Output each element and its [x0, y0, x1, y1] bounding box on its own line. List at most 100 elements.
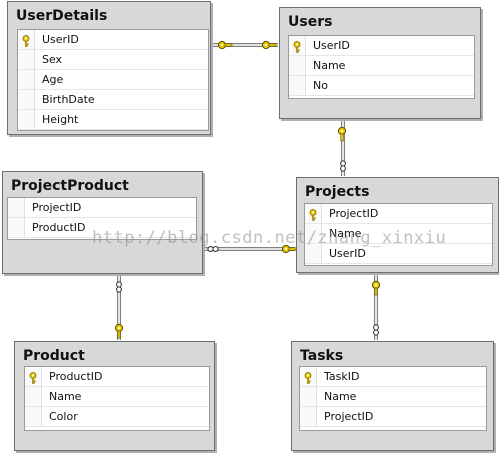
- infinity-loop: [373, 324, 379, 331]
- infinity-loop: [373, 329, 379, 336]
- column-name: Color: [49, 410, 78, 423]
- relationship-key-icon: [261, 40, 277, 50]
- column-name: No: [313, 79, 328, 92]
- column-name: Height: [42, 113, 79, 126]
- column-row[interactable]: BirthDate: [18, 90, 208, 110]
- key-hole: [264, 43, 268, 47]
- relationship-infinity-icon: [207, 246, 219, 252]
- column-name: Name: [329, 227, 362, 240]
- row-selector: [18, 70, 35, 89]
- key-hole: [117, 326, 121, 330]
- column-row[interactable]: Height: [18, 110, 208, 130]
- column-row[interactable]: Age: [18, 70, 208, 90]
- relationship-infinity-icon: [340, 160, 346, 172]
- primary-key-icon: [303, 371, 313, 384]
- key-shaft: [117, 330, 121, 339]
- column-row[interactable]: ProductID: [8, 218, 196, 238]
- key-hole: [374, 283, 378, 287]
- row-selector: [18, 50, 35, 69]
- column-row[interactable]: Sex: [18, 50, 208, 70]
- column-name: Age: [42, 73, 64, 86]
- infinity-loop: [116, 281, 122, 288]
- row-selector: [289, 76, 306, 95]
- table-title: ProjectProduct: [11, 178, 129, 194]
- column-name: Sex: [42, 53, 63, 66]
- row-selector: [300, 387, 317, 406]
- column-name: ProjectID: [324, 410, 374, 423]
- column-name: ProductID: [32, 221, 86, 234]
- column-name: UserID: [329, 247, 366, 260]
- column-name: TaskID: [324, 370, 360, 383]
- key-shaft: [288, 247, 297, 251]
- primary-key-icon: [21, 34, 31, 47]
- column-row[interactable]: ProjectID: [305, 204, 492, 224]
- row-selector: [25, 407, 42, 426]
- column-row[interactable]: No: [289, 76, 474, 96]
- column-row[interactable]: UserID: [305, 244, 492, 264]
- row-selector: [8, 198, 25, 217]
- column-name: Name: [49, 390, 82, 403]
- row-selector: [289, 56, 306, 75]
- column-name: ProductID: [49, 370, 103, 383]
- column-row[interactable]: UserID: [18, 30, 208, 50]
- key-hole: [220, 43, 224, 47]
- relationship-key-icon: [371, 280, 381, 296]
- column-row[interactable]: ProjectID: [8, 198, 196, 218]
- column-name: UserID: [313, 39, 350, 52]
- key-shaft: [224, 43, 233, 47]
- column-row[interactable]: Name: [289, 56, 474, 76]
- primary-key-icon: [28, 371, 38, 384]
- infinity-loop: [340, 165, 346, 172]
- infinity-loop: [340, 160, 346, 167]
- column-row[interactable]: Name: [305, 224, 492, 244]
- relationship-key-icon: [337, 126, 347, 142]
- column-name: BirthDate: [42, 93, 95, 106]
- row-selector: [25, 387, 42, 406]
- row-selector: [18, 90, 35, 109]
- column-name: Name: [313, 59, 346, 72]
- row-selector: [8, 218, 25, 237]
- column-name: ProjectID: [329, 207, 379, 220]
- column-row[interactable]: Name: [300, 387, 486, 407]
- column-row[interactable]: ProjectID: [300, 407, 486, 427]
- infinity-loop: [116, 286, 122, 293]
- relationship-key-icon: [114, 323, 124, 339]
- table-title: Product: [23, 348, 85, 364]
- key-hole: [284, 247, 288, 251]
- column-row[interactable]: UserID: [289, 36, 474, 56]
- table-title: Projects: [305, 184, 370, 200]
- column-name: UserID: [42, 33, 79, 46]
- key-hole: [340, 129, 344, 133]
- table-title: UserDetails: [16, 8, 108, 24]
- column-name: ProjectID: [32, 201, 82, 214]
- row-selector: [300, 407, 317, 426]
- relationship-infinity-icon: [116, 281, 122, 293]
- table-title: Users: [288, 14, 333, 30]
- relationship-key-icon: [281, 244, 297, 254]
- key-shaft: [374, 287, 378, 296]
- column-row[interactable]: Color: [25, 407, 209, 427]
- key-shaft: [268, 43, 277, 47]
- relationship-infinity-icon: [373, 324, 379, 336]
- column-row[interactable]: ProductID: [25, 367, 209, 387]
- column-row[interactable]: Name: [25, 387, 209, 407]
- infinity-loop: [207, 246, 214, 252]
- primary-key-icon: [292, 40, 302, 53]
- column-row[interactable]: TaskID: [300, 367, 486, 387]
- table-projectproduct[interactable]: ProjectProduct ProjectID ProductID: [2, 171, 203, 274]
- relationship-key-icon: [217, 40, 233, 50]
- primary-key-icon: [308, 208, 318, 221]
- row-selector: [305, 244, 322, 263]
